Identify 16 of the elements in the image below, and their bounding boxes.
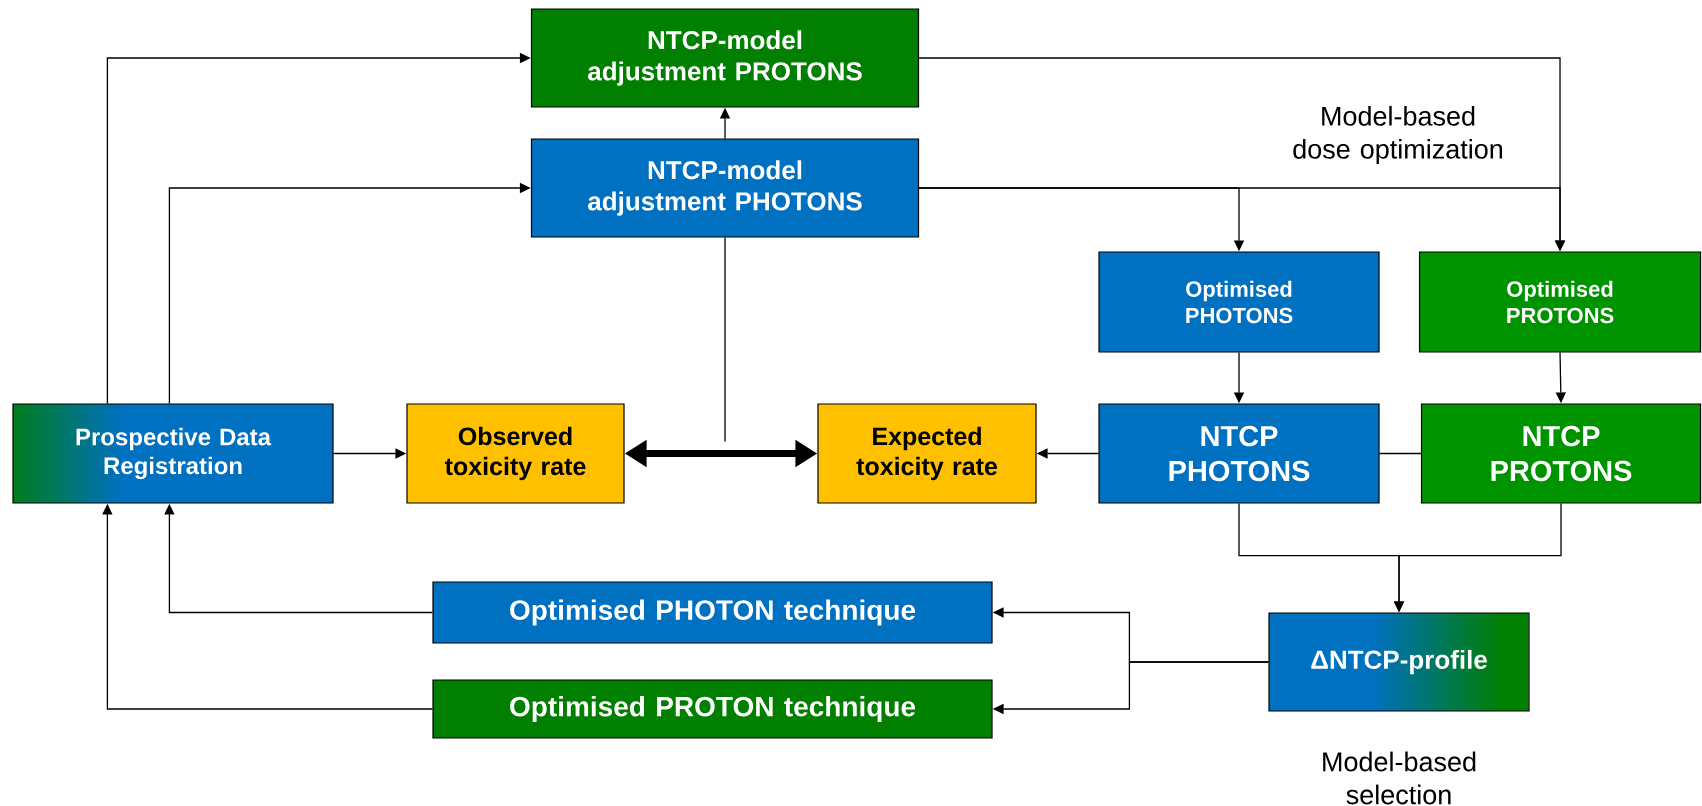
process-box: Prospective Data Registration [12, 403, 334, 504]
process-box: Optimised PROTON technique [432, 679, 993, 739]
process-box: NTCP-model adjustment PHOTONS [530, 138, 920, 238]
process-box: Optimised PHOTONS [1098, 251, 1380, 353]
process-box: Observed toxicity rate [406, 403, 625, 504]
process-box: NTCP PHOTONS [1098, 403, 1380, 504]
process-box: NTCP-model adjustment PROTONS [530, 8, 920, 108]
connector-line [724, 236, 726, 443]
process-box: NTCP PROTONS [1420, 403, 1702, 504]
process-box: Expected toxicity rate [817, 403, 1037, 504]
process-box: ΔNTCP-profile [1268, 612, 1530, 712]
connector-line [1378, 452, 1422, 455]
annotation-text: Model-based selection [1323, 751, 1476, 805]
annotation-text: Model-based dose optimization [1293, 105, 1503, 165]
process-box: Optimised PROTONS [1418, 251, 1702, 353]
process-box: Optimised PHOTON technique [432, 581, 993, 644]
